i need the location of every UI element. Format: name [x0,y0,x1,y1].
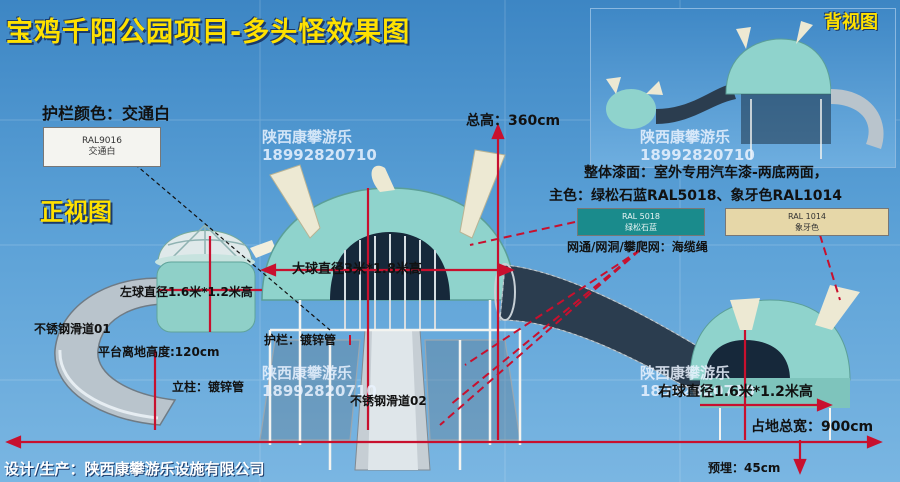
dimension-lines [5,123,883,475]
railing-material-label: 护栏：镀锌管 [264,333,337,347]
watermark-company: 陕西康攀游乐 [262,364,353,382]
left-ball-label: 左球直径1.6米*1.2米高 [120,285,253,299]
net-material-label: 网通/网洞/攀爬网：海缆绳 [567,240,708,254]
footer-company: 设计/生产：陕西康攀游乐设施有限公司 [4,460,265,478]
watermark-company: 陕西康攀游乐 [640,364,731,382]
right-ball-label: 右球直径1.6米*1.2米高 [658,384,813,400]
back-view-scene [606,21,884,159]
railings [268,300,522,470]
watermark-phone: 18992820710 [640,382,755,400]
front-view-label: 正视图 [40,198,112,226]
paint-spec-line1: 整体漆面：室外专用汽车漆-两底两面， [584,165,828,181]
railing-swatch-code: RAL9016 [82,136,122,146]
watermark-4: 陕西康攀游乐 18992820710 [640,364,755,400]
big-dome [261,149,516,330]
back-view-inset [590,8,896,168]
embed-depth-label: 预埋：45cm [708,461,781,475]
climbing-grid [259,339,521,441]
right-ball [689,285,860,440]
watermark-1: 陕西康攀游乐 18992820710 [262,128,377,164]
railing-color-swatch: RAL9016 交通白 [43,127,161,167]
post-material-label: 立柱：镀锌管 [172,380,245,394]
ivory-swatch-name: 象牙色 [795,223,819,232]
watermark-3: 陕西康攀游乐 18992820710 [262,364,377,400]
ivory-swatch: RAL 1014 象牙色 [725,208,889,236]
watermark-phone: 18992820710 [262,382,377,400]
center-slide [354,329,431,471]
watermark-2: 陕西康攀游乐 18992820710 [640,128,755,164]
watermark-phone: 18992820710 [262,146,377,164]
railing-swatch-name: 交通白 [88,147,116,157]
back-view-label: 背视图 [824,12,878,33]
left-spiral-slide [54,277,186,426]
platform-height-label: 平台离地高度:120cm [98,345,220,359]
turquoise-swatch-code: RAL 5018 [621,212,661,221]
paint-spec-line2: 主色：绿松石蓝RAL5018、象牙色RAL1014 [549,188,843,204]
big-ball-label: 大球直径3米*1.8米高 [292,262,422,277]
left-ball [155,224,276,333]
page-title: 宝鸡千阳公园项目-多头怪效果图 [6,17,411,48]
slide-02-label: 不锈钢滑道02 [350,394,427,408]
total-width-label: 占地总宽：900cm [751,419,874,435]
watermark-phone: 18992820710 [640,146,755,164]
watermark-company: 陕西康攀游乐 [262,128,353,146]
total-height-label: 总高：360cm [466,113,561,129]
turquoise-swatch-name: 绿松石蓝 [625,223,657,232]
watermark-company: 陕西康攀游乐 [640,128,731,146]
leader-lines [439,74,841,426]
turquoise-swatch: RAL 5018 绿松石蓝 [577,208,705,236]
slide-01-label: 不锈钢滑道01 [34,322,111,336]
railing-leader [129,159,331,331]
railing-color-label: 护栏颜色：交通白 [42,104,171,123]
ivory-swatch-code: RAL 1014 [787,212,827,221]
